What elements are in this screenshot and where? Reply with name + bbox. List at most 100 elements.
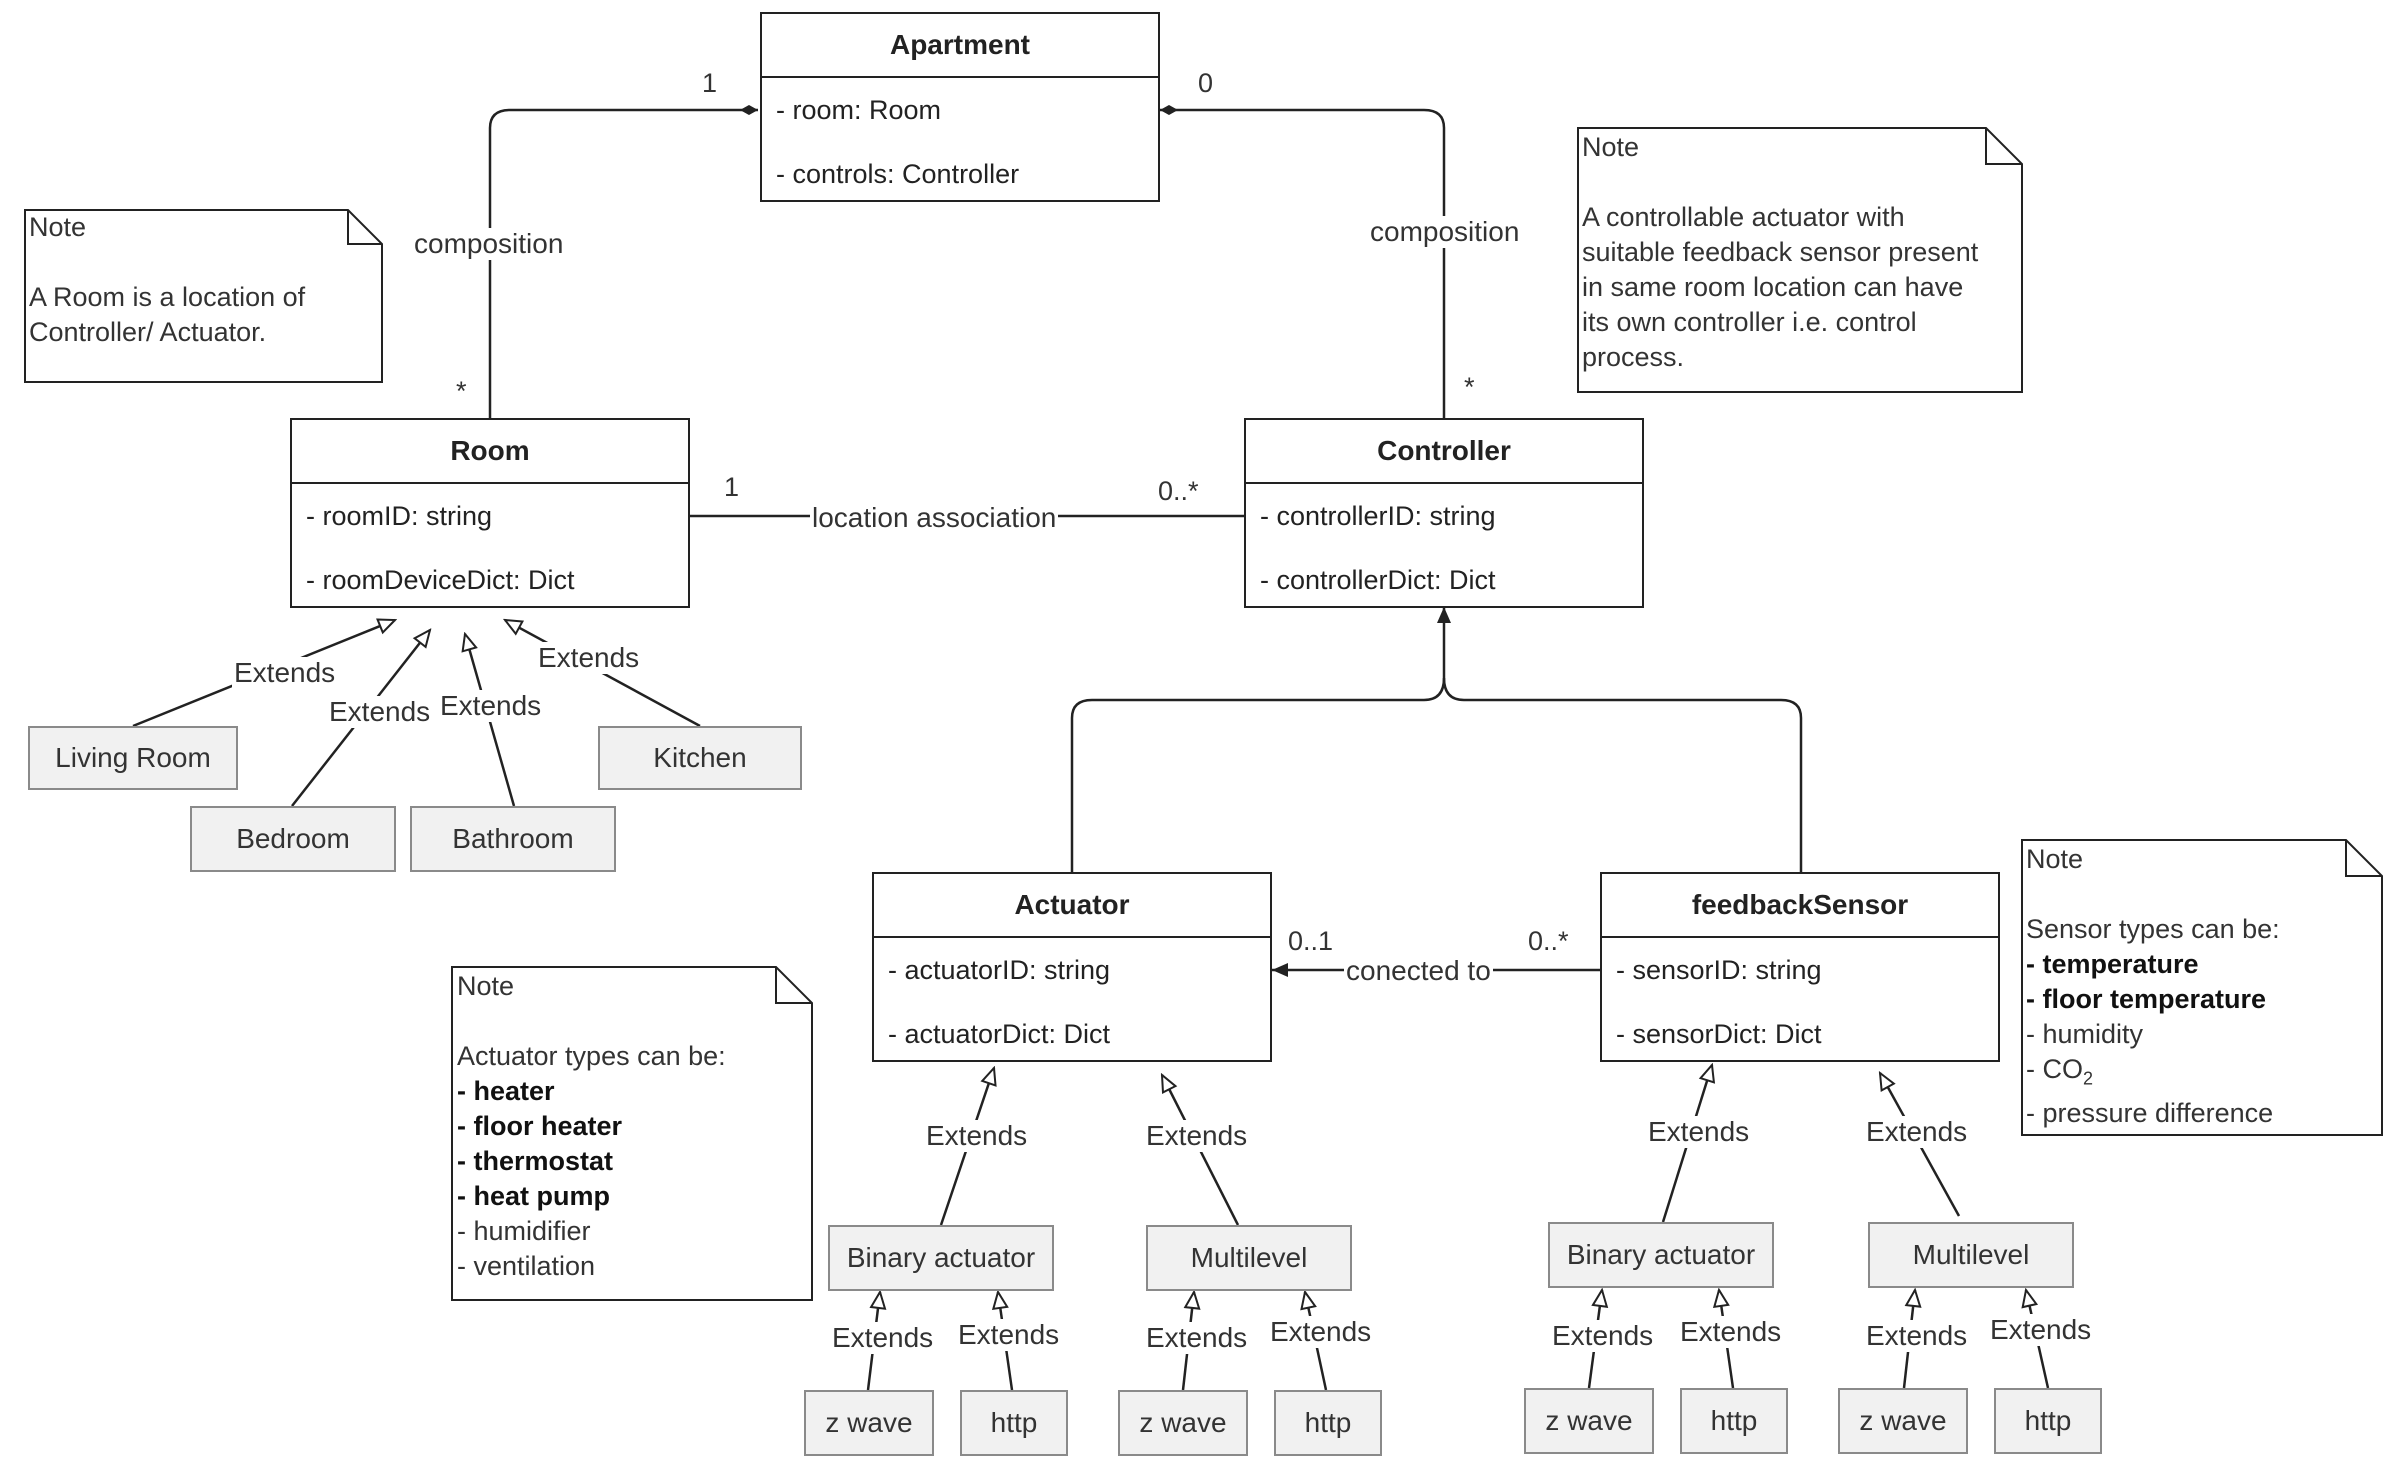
multiplicity-apartment-room: 1 — [702, 68, 718, 98]
note-line: - humidifier — [457, 1216, 591, 1246]
edge-sensor-controller — [1442, 677, 1803, 872]
class-title: feedbackSensor — [1602, 874, 1998, 938]
subclass-actuator-binary[interactable]: Binary actuator — [828, 1225, 1054, 1291]
label-extends-act-multilevel: Extends — [1144, 1120, 1250, 1152]
class-attribute: - controllerID: string — [1260, 501, 1496, 531]
class-title: Apartment — [762, 14, 1158, 78]
multiplicity-controller-location: 0..* — [1158, 476, 1199, 506]
note-controller: Note A controllable actuator with suitab… — [1582, 130, 1978, 375]
subclass-sensor-multilevel-zwave[interactable]: z wave — [1838, 1388, 1968, 1454]
label-extends-bathroom: Extends — [438, 690, 544, 722]
edge-actuator-controller — [1070, 607, 1451, 872]
subclass-sensor-binary-http[interactable]: http — [1680, 1388, 1788, 1454]
subclass-kitchen[interactable]: Kitchen — [598, 726, 802, 790]
label-extends-act-binary-zwave: Extends — [830, 1322, 936, 1354]
note-line: - pressure difference — [2026, 1098, 2274, 1129]
note-controller-fold — [1985, 128, 2022, 165]
class-attribute: - roomID: string — [306, 501, 493, 531]
subclass-actuator-binary-http[interactable]: http — [960, 1390, 1068, 1456]
label-extends-act-multi-http: Extends — [1268, 1316, 1374, 1348]
note-line: suitable feedback sensor present — [1582, 237, 1979, 267]
note-line: Controller/ Actuator. — [29, 317, 267, 347]
class-attribute: - sensorID: string — [1616, 955, 1822, 985]
subclass-actuator-multilevel[interactable]: Multilevel — [1146, 1225, 1352, 1291]
note-actuator-shape — [451, 966, 813, 1301]
label-extends-act-binary: Extends — [924, 1120, 1030, 1152]
note-sensor-fold — [2345, 840, 2382, 877]
class-attribute: - room: Room — [776, 95, 942, 125]
class-actuator[interactable]: Actuator - actuatorID: string - actuator… — [872, 872, 1272, 1062]
note-actuator: Note Actuator types can be: - heater - f… — [457, 969, 726, 1284]
class-apartment[interactable]: Apartment - room: Room - controls: Contr… — [760, 12, 1160, 202]
note-line: - ventilation — [457, 1251, 596, 1281]
class-attribute: - controls: Controller — [776, 159, 1020, 189]
class-title: Actuator — [874, 874, 1270, 938]
multiplicity-room-star: * — [456, 376, 467, 406]
subclass-actuator-binary-zwave[interactable]: z wave — [804, 1390, 934, 1456]
multiplicity-sensor-connection: 0..* — [1528, 926, 1569, 956]
edge-apartment-controller — [1160, 105, 1446, 418]
class-controller[interactable]: Controller - controllerID: string - cont… — [1244, 418, 1644, 608]
note-actuator-fold — [775, 967, 812, 1004]
subclass-bedroom[interactable]: Bedroom — [190, 806, 396, 872]
note-line-bold: - temperature — [2026, 949, 2199, 979]
note-line-bold: - heater — [457, 1076, 555, 1106]
note-room-shape — [24, 209, 383, 383]
note-sensor-shape — [2021, 839, 2383, 1136]
subclass-bathroom[interactable]: Bathroom — [410, 806, 616, 872]
class-title: Room — [292, 420, 688, 484]
subclass-sensor-multilevel[interactable]: Multilevel — [1868, 1222, 2074, 1288]
subclass-sensor-multilevel-http[interactable]: http — [1994, 1388, 2102, 1454]
label-extends-sen-multi-http: Extends — [1988, 1314, 2094, 1346]
label-extends-bedroom: Extends — [327, 696, 433, 728]
note-co-text: - CO — [2026, 1054, 2083, 1084]
note-room-fold — [347, 210, 382, 245]
note-co2-subscript: 2 — [2083, 1068, 2094, 1089]
note-line-bold: - floor heater — [457, 1111, 623, 1141]
multiplicity-apartment-controller: 0 — [1198, 68, 1214, 98]
label-extends-living-room: Extends — [232, 657, 338, 689]
note-line-bold: - thermostat — [457, 1146, 614, 1176]
note-title: Note — [2026, 844, 2084, 874]
class-title: Controller — [1246, 420, 1642, 484]
class-attribute: - roomDeviceDict: Dict — [306, 565, 575, 595]
label-connected-to: conected to — [1344, 955, 1493, 987]
label-composition-room: composition — [412, 228, 566, 260]
note-line: Actuator types can be: — [457, 1041, 726, 1071]
class-attribute: - actuatorID: string — [888, 955, 1111, 985]
subclass-actuator-multilevel-zwave[interactable]: z wave — [1118, 1390, 1248, 1456]
label-extends-sen-binary-zwave: Extends — [1550, 1320, 1656, 1352]
label-extends-sen-binary-http: Extends — [1678, 1316, 1784, 1348]
class-attribute: - controllerDict: Dict — [1260, 565, 1496, 595]
subclass-living-room[interactable]: Living Room — [28, 726, 238, 790]
subclass-sensor-binary[interactable]: Binary actuator — [1548, 1222, 1774, 1288]
note-sensor: Note Sensor types can be: - temperature … — [2026, 842, 2280, 1131]
edge-apartment-room — [488, 105, 758, 418]
label-location-association: location association — [810, 502, 1059, 534]
multiplicity-actuator-connection: 0..1 — [1288, 926, 1334, 956]
note-line: its own controller i.e. control — [1582, 307, 1917, 337]
note-title: Note — [457, 971, 515, 1001]
note-title: Note — [29, 212, 87, 242]
class-feedback-sensor[interactable]: feedbackSensor - sensorID: string - sens… — [1600, 872, 2000, 1062]
subclass-actuator-multilevel-http[interactable]: http — [1274, 1390, 1382, 1456]
subclass-sensor-binary-zwave[interactable]: z wave — [1524, 1388, 1654, 1454]
note-room: Note A Room is a location of Controller/… — [29, 210, 305, 350]
note-line-co2: - CO2 — [2026, 1052, 2280, 1096]
note-line: Sensor types can be: — [2026, 914, 2280, 944]
multiplicity-controller-star: * — [1464, 372, 1475, 402]
label-extends-kitchen: Extends — [536, 642, 642, 674]
label-extends-act-binary-http: Extends — [956, 1319, 1062, 1351]
note-controller-shape — [1577, 127, 2023, 393]
class-attribute: - actuatorDict: Dict — [888, 1019, 1111, 1049]
note-line: A Room is a location of — [29, 282, 306, 312]
note-line-bold: - heat pump — [457, 1181, 610, 1211]
note-title: Note — [1582, 132, 1640, 162]
label-extends-sen-multi-zwave: Extends — [1864, 1320, 1970, 1352]
note-line-bold: - floor temperature — [2026, 984, 2267, 1014]
label-composition-controller: composition — [1368, 216, 1522, 248]
class-room[interactable]: Room - roomID: string - roomDeviceDict: … — [290, 418, 690, 608]
note-line: A controllable actuator with — [1582, 202, 1905, 232]
label-extends-sen-multilevel: Extends — [1864, 1116, 1970, 1148]
